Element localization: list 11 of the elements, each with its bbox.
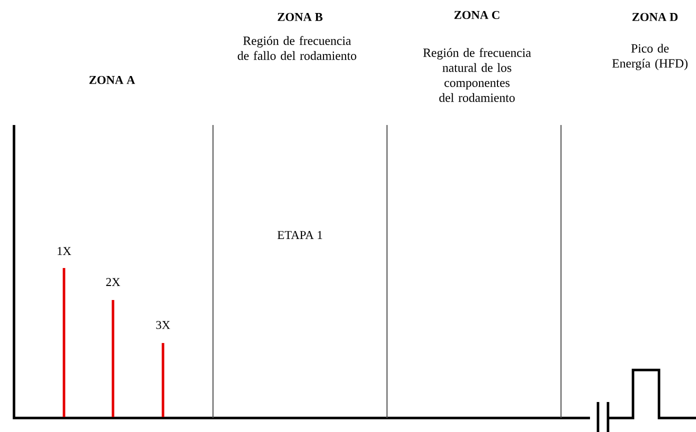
zone-heading: ZONA C <box>454 10 500 20</box>
harmonic-label: 2X <box>106 278 120 286</box>
harmonic-label: 1X <box>58 247 72 255</box>
zone-heading: ZONA B <box>278 12 322 22</box>
zone-description: Región de frecuencia de fallo del rodamiento <box>238 36 356 60</box>
stage-label: ETAPA 1 <box>278 231 322 239</box>
zone-description: Pico de Energía (HFD) <box>612 44 688 70</box>
harmonic-label: 3X <box>156 320 170 330</box>
zone-description: Región de frecuencia natural de los componentes del rodamiento <box>423 48 531 102</box>
zone-heading: ZONA D <box>632 12 678 22</box>
zone-heading: ZONA A <box>89 76 136 84</box>
